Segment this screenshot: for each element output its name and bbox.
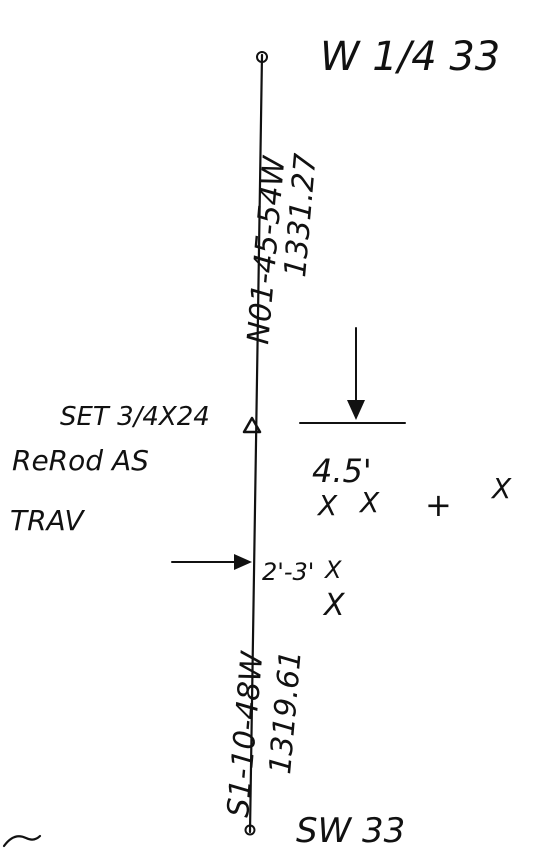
fence-mark: X xyxy=(490,472,512,505)
set-note-line2: ReRod AS xyxy=(12,444,149,477)
set-note-line3: TRAV xyxy=(10,504,85,537)
corner-monument-top xyxy=(256,51,268,63)
bearing-bottom-label: S1-10-48W xyxy=(221,649,270,819)
corner-monument-bottom xyxy=(244,824,256,836)
fence-mark: X xyxy=(323,556,342,584)
offset-distance-label: 4.5' xyxy=(312,452,372,490)
set-note-line1: SET 3/4X24 xyxy=(60,402,210,432)
fence-arrow-head xyxy=(234,554,252,570)
cropped-handwriting-fragment xyxy=(2,834,42,848)
fence-offset-label: 2'-3' xyxy=(262,558,314,586)
survey-line xyxy=(248,53,264,834)
fence-mark: + xyxy=(425,486,452,524)
fence-mark: X xyxy=(322,588,346,623)
distance-bottom-label: 1319.61 xyxy=(263,649,309,776)
offset-arrow-head xyxy=(347,400,365,420)
fence-mark: X xyxy=(358,486,380,519)
corner-label-bottom: SW 33 xyxy=(296,811,405,849)
fence-mark: X xyxy=(316,489,338,522)
corner-label-top: W 1/4 33 xyxy=(320,34,500,80)
set-rebar-marker xyxy=(242,416,262,434)
